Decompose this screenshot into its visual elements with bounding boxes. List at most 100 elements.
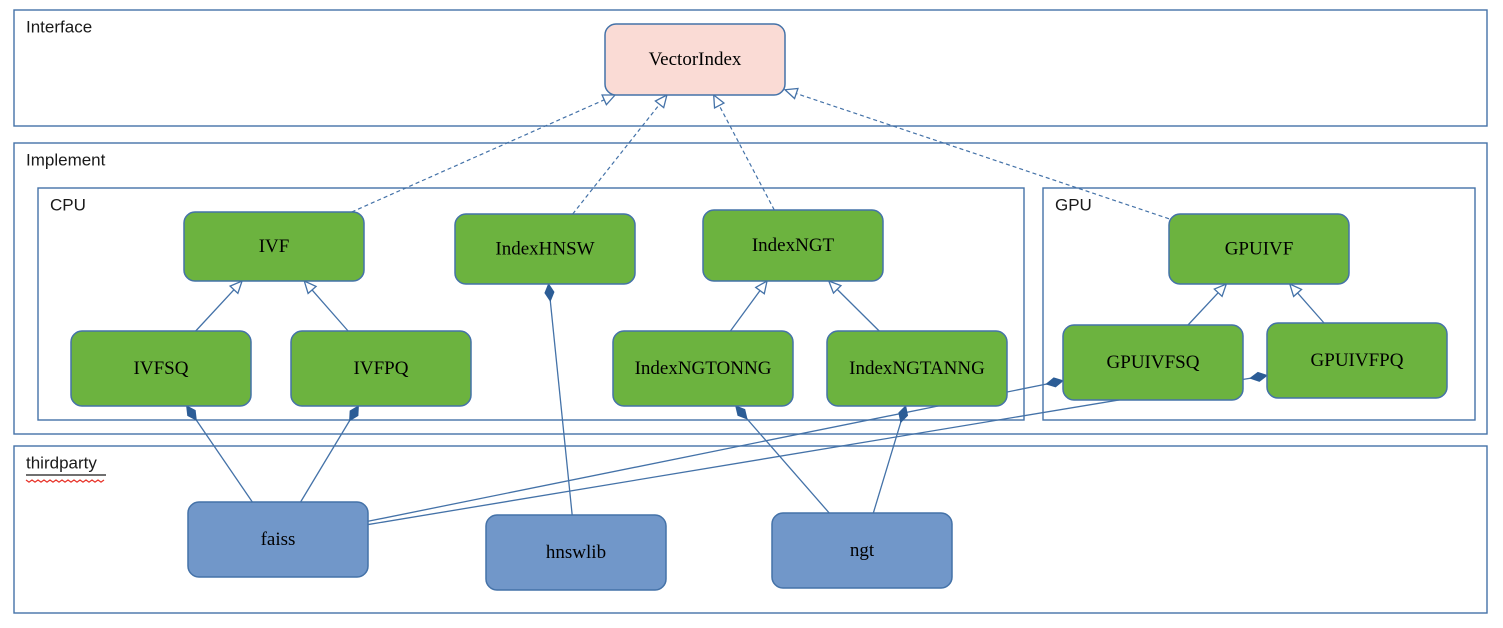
inheritance-arrowhead-indexngt-vectorindex xyxy=(712,93,726,110)
inheritance-arrowhead-ivfpq-ivf xyxy=(303,279,318,295)
edge-gpuivf-vectorindex xyxy=(783,87,1170,220)
package-thirdparty: thirdparty xyxy=(13,445,1488,614)
edge-ngt-indexngtonng xyxy=(735,405,830,514)
edge-ivfpq-ivf xyxy=(303,279,349,332)
edge-indexngtanng-indexngt xyxy=(827,279,880,332)
class-node-indexngt[interactable]: IndexNGT xyxy=(702,209,884,282)
edge-line-gpuivfsq-gpuivf xyxy=(1187,291,1220,326)
class-node-ivfpq[interactable]: IVFPQ xyxy=(290,330,472,407)
composition-diamond-faiss-gpuivfsq xyxy=(1045,377,1065,388)
inheritance-arrowhead-ivf-vectorindex xyxy=(601,94,617,106)
class-node-indexhnsw[interactable]: IndexHNSW xyxy=(454,213,636,285)
class-box-hnswlib[interactable] xyxy=(485,514,667,591)
class-box-indexngtanng[interactable] xyxy=(826,330,1008,407)
spellcheck-squiggle-thirdparty xyxy=(25,479,105,483)
class-box-gpuivfpq[interactable] xyxy=(1266,322,1448,399)
class-node-indexngtonng[interactable]: IndexNGTONNG xyxy=(612,330,794,407)
package-border-interface xyxy=(13,9,1488,127)
class-label-indexngtanng: IndexNGTANNG xyxy=(849,358,985,379)
class-label-indexhnsw: IndexHNSW xyxy=(495,238,594,259)
package-border-thirdparty xyxy=(13,445,1488,614)
edge-indexngt-vectorindex xyxy=(712,93,775,211)
class-node-gpuivfpq[interactable]: GPUIVFPQ xyxy=(1266,322,1448,399)
class-box-gpuivfsq[interactable] xyxy=(1062,324,1244,401)
class-label-indexngt: IndexNGT xyxy=(752,235,835,256)
edge-ivfsq-ivf xyxy=(195,279,244,332)
class-box-gpuivf[interactable] xyxy=(1168,213,1350,285)
edge-line-hnswlib-indexhnsw xyxy=(549,297,573,516)
class-box-indexngtonng[interactable] xyxy=(612,330,794,407)
edge-line-indexhnsw-vectorindex xyxy=(572,103,661,215)
package-interface: Interface xyxy=(13,9,1488,127)
composition-diamond-ngt-indexngtanng xyxy=(898,404,909,424)
class-node-ivfsq[interactable]: IVFSQ xyxy=(70,330,252,407)
class-label-hnswlib: hnswlib xyxy=(546,542,606,563)
inheritance-arrowhead-indexhnsw-vectorindex xyxy=(654,93,668,109)
class-box-indexhnsw[interactable] xyxy=(454,213,636,285)
inheritance-arrowhead-indexngtonng-indexngt xyxy=(754,279,768,295)
edge-indexngtonng-indexngt xyxy=(729,279,768,332)
package-label-implement: Implement xyxy=(26,150,106,169)
edge-line-gpuivfpq-gpuivf xyxy=(1296,291,1325,324)
edge-line-ivfsq-ivf xyxy=(195,288,236,332)
package-label-gpu: GPU xyxy=(1055,195,1092,214)
composition-diamond-faiss-ivfsq xyxy=(186,405,197,421)
inheritance-arrowhead-gpuivf-vectorindex xyxy=(783,87,799,100)
edge-line-ivfpq-ivf xyxy=(311,288,349,332)
package-label-interface: Interface xyxy=(26,17,92,36)
class-node-indexngtanng[interactable]: IndexNGTANNG xyxy=(826,330,1008,407)
class-node-ngt[interactable]: ngt xyxy=(771,512,953,589)
class-box-ivfsq[interactable] xyxy=(70,330,252,407)
class-box-ivf[interactable] xyxy=(183,211,365,282)
package-implement: Implement xyxy=(13,142,1488,435)
class-node-gpuivfsq[interactable]: GPUIVFSQ xyxy=(1062,324,1244,401)
package-cpu: CPU xyxy=(37,187,1025,421)
class-label-ivf: IVF xyxy=(259,236,290,257)
package-border-gpu xyxy=(1042,187,1476,421)
edge-gpuivfpq-gpuivf xyxy=(1288,282,1325,324)
edge-line-ivf-vectorindex xyxy=(351,98,606,213)
edge-line-indexngt-vectorindex xyxy=(718,104,775,211)
class-label-gpuivf: GPUIVF xyxy=(1225,238,1294,259)
edge-ivf-vectorindex xyxy=(351,94,617,213)
package-border-implement xyxy=(13,142,1488,435)
class-label-faiss: faiss xyxy=(261,529,296,550)
class-label-gpuivfsq: GPUIVFSQ xyxy=(1107,352,1200,373)
inheritance-arrowhead-gpuivfpq-gpuivf xyxy=(1288,282,1303,298)
class-box-faiss[interactable] xyxy=(187,501,369,578)
edge-line-faiss-gpuivfpq xyxy=(367,377,1254,526)
class-node-faiss[interactable]: faiss xyxy=(187,501,369,578)
edge-indexhnsw-vectorindex xyxy=(572,93,668,215)
class-node-vectorindex[interactable]: VectorIndex xyxy=(604,23,786,96)
edge-hnswlib-indexhnsw xyxy=(544,282,573,516)
edge-line-indexngtonng-indexngt xyxy=(729,289,762,332)
inheritance-arrowhead-gpuivfsq-gpuivf xyxy=(1213,282,1228,298)
edge-line-gpuivf-vectorindex xyxy=(795,92,1170,220)
class-box-ngt[interactable] xyxy=(771,512,953,589)
inheritance-arrowhead-ivfsq-ivf xyxy=(228,279,244,295)
class-label-ivfsq: IVFSQ xyxy=(134,358,189,379)
package-label-thirdparty: thirdparty xyxy=(26,453,97,472)
composition-diamond-faiss-ivfpq xyxy=(349,405,359,422)
class-label-vectorindex: VectorIndex xyxy=(649,49,742,70)
class-label-ivfpq: IVFPQ xyxy=(354,358,409,379)
edge-line-indexngtanng-indexngt xyxy=(836,288,880,332)
edge-faiss-ivfpq xyxy=(300,405,359,503)
class-node-ivf[interactable]: IVF xyxy=(183,211,365,282)
inheritance-arrowhead-indexngtanng-indexngt xyxy=(827,279,843,295)
class-node-hnswlib[interactable]: hnswlib xyxy=(485,514,667,591)
class-box-indexngt[interactable] xyxy=(702,209,884,282)
class-label-indexngtonng: IndexNGTONNG xyxy=(635,358,772,379)
class-node-gpuivf[interactable]: GPUIVF xyxy=(1168,213,1350,285)
edge-faiss-ivfsq xyxy=(186,405,253,503)
package-gpu: GPU xyxy=(1042,187,1476,421)
package-label-cpu: CPU xyxy=(50,195,86,214)
class-box-ivfpq[interactable] xyxy=(290,330,472,407)
class-box-vectorindex[interactable] xyxy=(604,23,786,96)
composition-diamond-hnswlib-indexhnsw xyxy=(544,282,555,302)
edge-layer xyxy=(186,87,1325,526)
